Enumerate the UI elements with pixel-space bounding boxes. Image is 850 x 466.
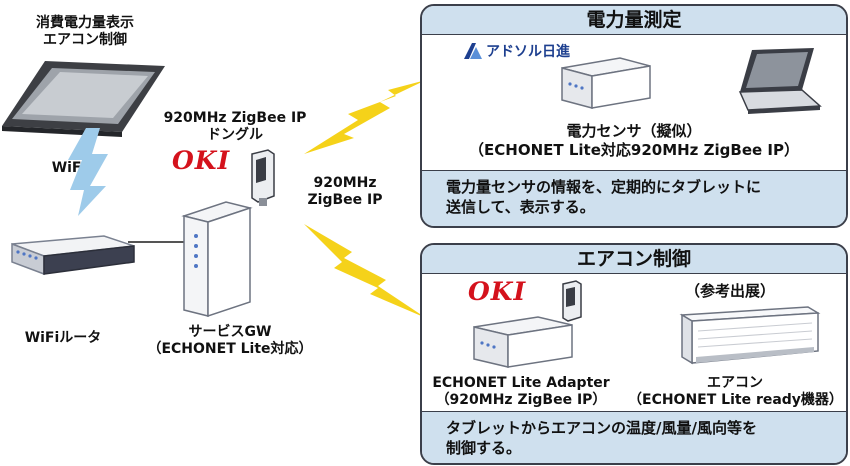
reference-exhibit-note: （参考出展） xyxy=(684,282,775,300)
power-sensor-label-line2: （ECHONET Lite対応920MHz ZigBee IP） xyxy=(469,141,799,159)
power-panel-description: 電力量センサの情報を、定期的にタブレットに 送信して、表示する。 xyxy=(422,170,846,226)
aircon-control-panel: エアコン制御 OKI （参考出展） ECHONET Lite Adapter （… xyxy=(420,243,848,465)
service-gateway-image xyxy=(181,201,253,318)
dongle-label-line2: ドングル xyxy=(207,127,263,143)
tablet-image xyxy=(2,61,165,137)
aircon-panel-title: エアコン制御 xyxy=(422,245,846,274)
aircon-desc-line2: 制御する。 xyxy=(446,439,522,457)
wireless-bolt-upper-icon xyxy=(304,80,426,154)
radio-label-line1: 920MHz xyxy=(313,175,377,191)
oki-logo-adapter: OKI xyxy=(468,277,527,306)
air-conditioner-image xyxy=(679,306,821,365)
power-sensor-image xyxy=(561,57,651,109)
tablet-label-line2: エアコン制御 xyxy=(43,32,127,48)
oki-logo: OKI xyxy=(172,146,231,175)
adapter-label: ECHONET Lite Adapter （920MHz ZigBee IP） xyxy=(426,375,616,409)
lan-cable xyxy=(128,241,188,243)
radio-label-line2: ZigBee IP xyxy=(307,192,383,208)
power-sensor-label: 電力センサ（擬似） （ECHONET Lite対応920MHz ZigBee I… xyxy=(422,122,846,160)
wifi-router-image xyxy=(11,235,135,276)
gateway-label-line1: サービスGW xyxy=(188,324,272,340)
adapter-dongle-image xyxy=(562,280,582,322)
tablet-label: 消費電力量表示 エアコン制御 xyxy=(30,15,140,49)
power-sensor-label-line1: 電力センサ（擬似） xyxy=(566,122,702,140)
echonet-adapter-image xyxy=(473,316,573,368)
power-measurement-panel: 電力量測定 アドソル日進 電力センサ（擬似） （ECHONET Lite対応92… xyxy=(420,4,848,228)
dongle-label-line1: 920MHz ZigBee IP xyxy=(163,110,307,126)
dongle-label: 920MHz ZigBee IP ドングル xyxy=(160,110,310,144)
partner-mark-icon xyxy=(464,43,482,59)
gateway-label: サービスGW （ECHONET Lite対応） xyxy=(140,324,320,358)
adapter-label-line1: ECHONET Lite Adapter xyxy=(432,375,610,391)
partner-logo-text: アドソル日進 xyxy=(486,44,570,60)
laptop-image xyxy=(738,48,822,114)
wireless-bolt-lower-icon xyxy=(304,224,426,318)
partner-logo: アドソル日進 xyxy=(464,40,570,62)
aircon-label-line2: （ECHONET Lite ready機器） xyxy=(628,392,843,408)
aircon-label: エアコン （ECHONET Lite ready機器） xyxy=(628,375,843,409)
power-desc-line2: 送信して、表示する。 xyxy=(446,198,595,216)
router-label: WiFiルータ xyxy=(24,330,102,346)
aircon-panel-description: タブレットからエアコンの温度/風量/風向等を 制御する。 xyxy=(422,411,846,463)
power-panel-title: 電力量測定 xyxy=(422,6,846,35)
wifi-signal-icon xyxy=(68,128,108,216)
adapter-label-line2: （920MHz ZigBee IP） xyxy=(435,392,607,408)
tablet-label-line1: 消費電力量表示 xyxy=(36,15,134,31)
power-desc-line1: 電力量センサの情報を、定期的にタブレットに xyxy=(446,178,762,196)
zigbee-dongle-image xyxy=(251,149,275,206)
gateway-label-line2: （ECHONET Lite対応） xyxy=(147,341,313,357)
radio-label: 920MHz ZigBee IP xyxy=(300,175,390,209)
aircon-label-line1: エアコン xyxy=(707,375,763,391)
aircon-desc-line1: タブレットからエアコンの温度/風量/風向等を xyxy=(446,419,757,437)
